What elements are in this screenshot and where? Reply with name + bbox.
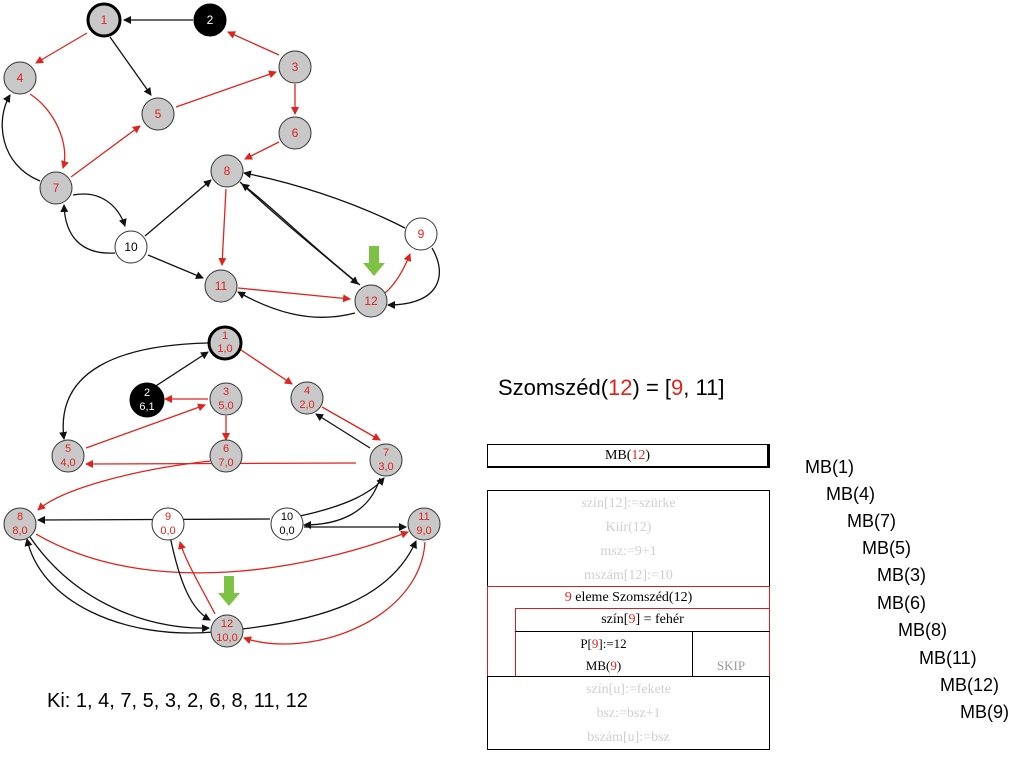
then-stmt-parent: P[9]:=12 — [580, 636, 627, 651]
stmt-print: Kiír(12) — [605, 520, 652, 535]
top-node-12[interactable]: 12 — [354, 284, 388, 318]
svg-text:2: 2 — [144, 387, 150, 399]
call-stack-item: MB(6) — [877, 593, 926, 613]
svg-text:1: 1 — [101, 13, 108, 27]
top-node-5[interactable]: 5 — [141, 97, 175, 131]
svg-text:7: 7 — [53, 181, 60, 195]
svg-text:7: 7 — [383, 447, 389, 459]
svg-text:6: 6 — [223, 443, 229, 455]
stmt-increment-bsz: bsz:=bsz+1 — [596, 706, 661, 721]
stmt-set-black: szín[u]:=fekete — [586, 682, 671, 697]
green-down-arrow-icon — [363, 246, 385, 276]
svg-text:8,0: 8,0 — [12, 525, 27, 537]
call-stack-item: MB(9) — [960, 702, 1009, 722]
bottom-node-2[interactable]: 2 6,1 — [129, 382, 165, 418]
bottom-node-7[interactable]: 7 3,0 — [369, 443, 403, 477]
top-node-8[interactable]: 8 — [210, 154, 244, 188]
svg-text:1,0: 1,0 — [217, 343, 232, 355]
svg-text:4: 4 — [17, 71, 24, 85]
bottom-node-8[interactable]: 8 8,0 — [3, 507, 37, 541]
svg-text:9,0: 9,0 — [416, 525, 431, 537]
then-stmt-recursive-call: MB(9) — [585, 658, 622, 673]
if-branch-separator — [515, 631, 770, 678]
svg-text:0,0: 0,0 — [160, 525, 175, 537]
call-stack-item: MB(8) — [898, 620, 947, 640]
call-stack-item: MB(7) — [847, 511, 896, 531]
top-node-11[interactable]: 11 — [204, 269, 238, 303]
svg-text:12: 12 — [364, 294, 378, 308]
after-loop-separator — [487, 676, 770, 677]
svg-text:3,0: 3,0 — [378, 461, 393, 473]
top-node-4[interactable]: 4 — [3, 61, 37, 95]
svg-text:4: 4 — [304, 385, 310, 397]
svg-text:3: 3 — [223, 386, 229, 398]
stmt-increment-msz: msz:=9+1 — [600, 544, 657, 559]
top-graph-edges — [1, 16, 440, 318]
stmt-set-mszam: mszám[12]:=10 — [584, 568, 673, 583]
bottom-node-3[interactable]: 3 5,0 — [209, 382, 243, 416]
svg-text:7,0: 7,0 — [218, 457, 233, 469]
svg-text:5: 5 — [65, 443, 71, 455]
svg-text:6: 6 — [292, 126, 299, 140]
top-node-9[interactable]: 9 — [404, 217, 438, 251]
bottom-node-6[interactable]: 6 7,0 — [209, 439, 243, 473]
svg-text:2: 2 — [207, 13, 214, 27]
svg-text:11: 11 — [418, 511, 429, 523]
svg-text:1: 1 — [222, 330, 228, 342]
top-node-7[interactable]: 7 — [39, 171, 73, 205]
call-stack-item: MB(1) — [805, 457, 854, 477]
bottom-node-5[interactable]: 5 4,0 — [51, 439, 85, 473]
svg-text:8: 8 — [224, 164, 231, 178]
svg-text:5,0: 5,0 — [218, 400, 233, 412]
svg-text:2,0: 2,0 — [299, 399, 314, 411]
bottom-node-11[interactable]: 11 9,0 — [407, 507, 441, 541]
green-down-arrow-icon — [218, 576, 240, 606]
svg-text:4,0: 4,0 — [60, 457, 75, 469]
bottom-node-1[interactable]: 1 1,0 — [207, 325, 243, 361]
output-sequence: Ki: 1, 4, 7, 5, 3, 2, 6, 8, 11, 12 — [47, 690, 308, 712]
neighbor-list-label: Szomszéd(12) = [9, 11] — [498, 375, 725, 400]
top-node-2[interactable]: 2 — [193, 3, 227, 37]
bottom-node-4[interactable]: 4 2,0 — [290, 381, 324, 415]
procedure-header: MB(12) — [487, 444, 770, 468]
call-stack-item: MB(12) — [940, 675, 1000, 695]
svg-text:5: 5 — [155, 107, 162, 121]
svg-text:10: 10 — [281, 511, 293, 523]
bottom-node-10[interactable]: 10 0,0 — [270, 507, 304, 541]
stmt-set-bszam: bszám[u]:=bsz — [587, 730, 670, 745]
top-graph-nodes: 1 2 3 4 5 6 7 8 — [3, 2, 438, 318]
if-branch-divider — [692, 631, 693, 677]
call-stack-item: MB(4) — [826, 484, 875, 504]
svg-text:11: 11 — [215, 279, 228, 293]
svg-text:3: 3 — [292, 60, 299, 74]
svg-text:12: 12 — [221, 618, 233, 630]
top-node-1[interactable]: 1 — [86, 2, 122, 38]
top-node-3[interactable]: 3 — [278, 50, 312, 84]
svg-text:0,0: 0,0 — [279, 525, 294, 537]
if-condition: szín[9] = fehér — [601, 612, 684, 627]
bottom-node-9[interactable]: 9 0,0 — [151, 507, 185, 541]
bottom-node-12[interactable]: 12 10,0 — [210, 614, 244, 648]
call-stack-item: MB(11) — [919, 648, 977, 668]
svg-text:9: 9 — [418, 227, 425, 241]
bottom-graph-nodes: 1 1,0 2 6,1 3 5,0 4 2,0 5 4,0 6 7,0 — [3, 325, 441, 648]
top-node-10[interactable]: 10 — [114, 230, 148, 264]
stmt-set-grey: szín[12]:=szürke — [581, 496, 676, 511]
top-node-6[interactable]: 6 — [278, 116, 312, 150]
svg-text:10: 10 — [124, 240, 138, 254]
loop-header: 9 eleme Szomszéd(12) — [564, 590, 693, 605]
svg-text:9: 9 — [165, 511, 171, 523]
else-skip: SKIP — [716, 658, 746, 673]
call-stack-item: MB(5) — [862, 538, 911, 558]
bottom-graph-edges — [24, 342, 426, 645]
call-stack-item: MB(3) — [877, 565, 926, 585]
svg-text:6,1: 6,1 — [139, 401, 154, 413]
svg-text:8: 8 — [17, 511, 23, 523]
svg-text:10,0: 10,0 — [216, 632, 237, 644]
